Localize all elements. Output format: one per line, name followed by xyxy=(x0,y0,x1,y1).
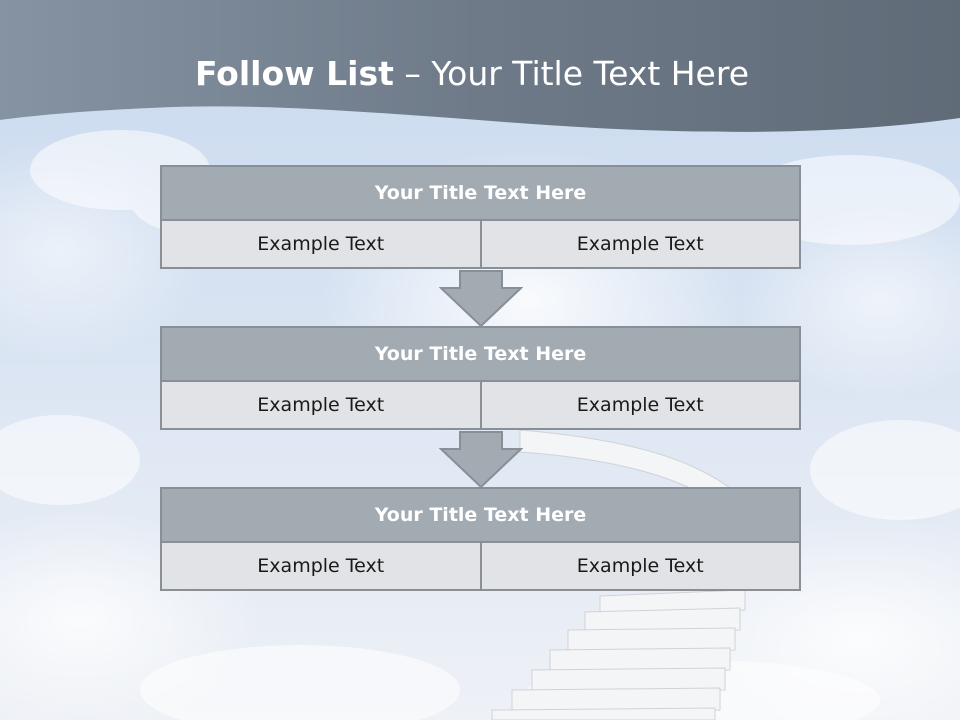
row-title: Your Title Text Here xyxy=(160,326,801,382)
header-band xyxy=(0,0,960,132)
title-strong: Follow List xyxy=(194,54,394,93)
row-cell-left: Example Text xyxy=(160,541,482,591)
row-cell-left: Example Text xyxy=(160,219,482,269)
row-cells: Example Text Example Text xyxy=(160,380,801,430)
list-row-1: Your Title Text Here Example Text Exampl… xyxy=(160,165,801,269)
row-cells: Example Text Example Text xyxy=(160,541,801,591)
slide-title: Follow List – Your Title Text Here xyxy=(0,54,944,93)
row-cell-right: Example Text xyxy=(479,380,801,430)
row-cells: Example Text Example Text xyxy=(160,219,801,269)
list-row-3: Your Title Text Here Example Text Exampl… xyxy=(160,487,801,591)
list-row-2: Your Title Text Here Example Text Exampl… xyxy=(160,326,801,430)
arrow-down-icon xyxy=(439,270,523,328)
row-title: Your Title Text Here xyxy=(160,487,801,543)
row-cell-right: Example Text xyxy=(479,541,801,591)
arrow-down-icon xyxy=(439,431,523,489)
row-cell-left: Example Text xyxy=(160,380,482,430)
row-title: Your Title Text Here xyxy=(160,165,801,221)
row-cell-right: Example Text xyxy=(479,219,801,269)
title-rest: – Your Title Text Here xyxy=(404,54,750,93)
